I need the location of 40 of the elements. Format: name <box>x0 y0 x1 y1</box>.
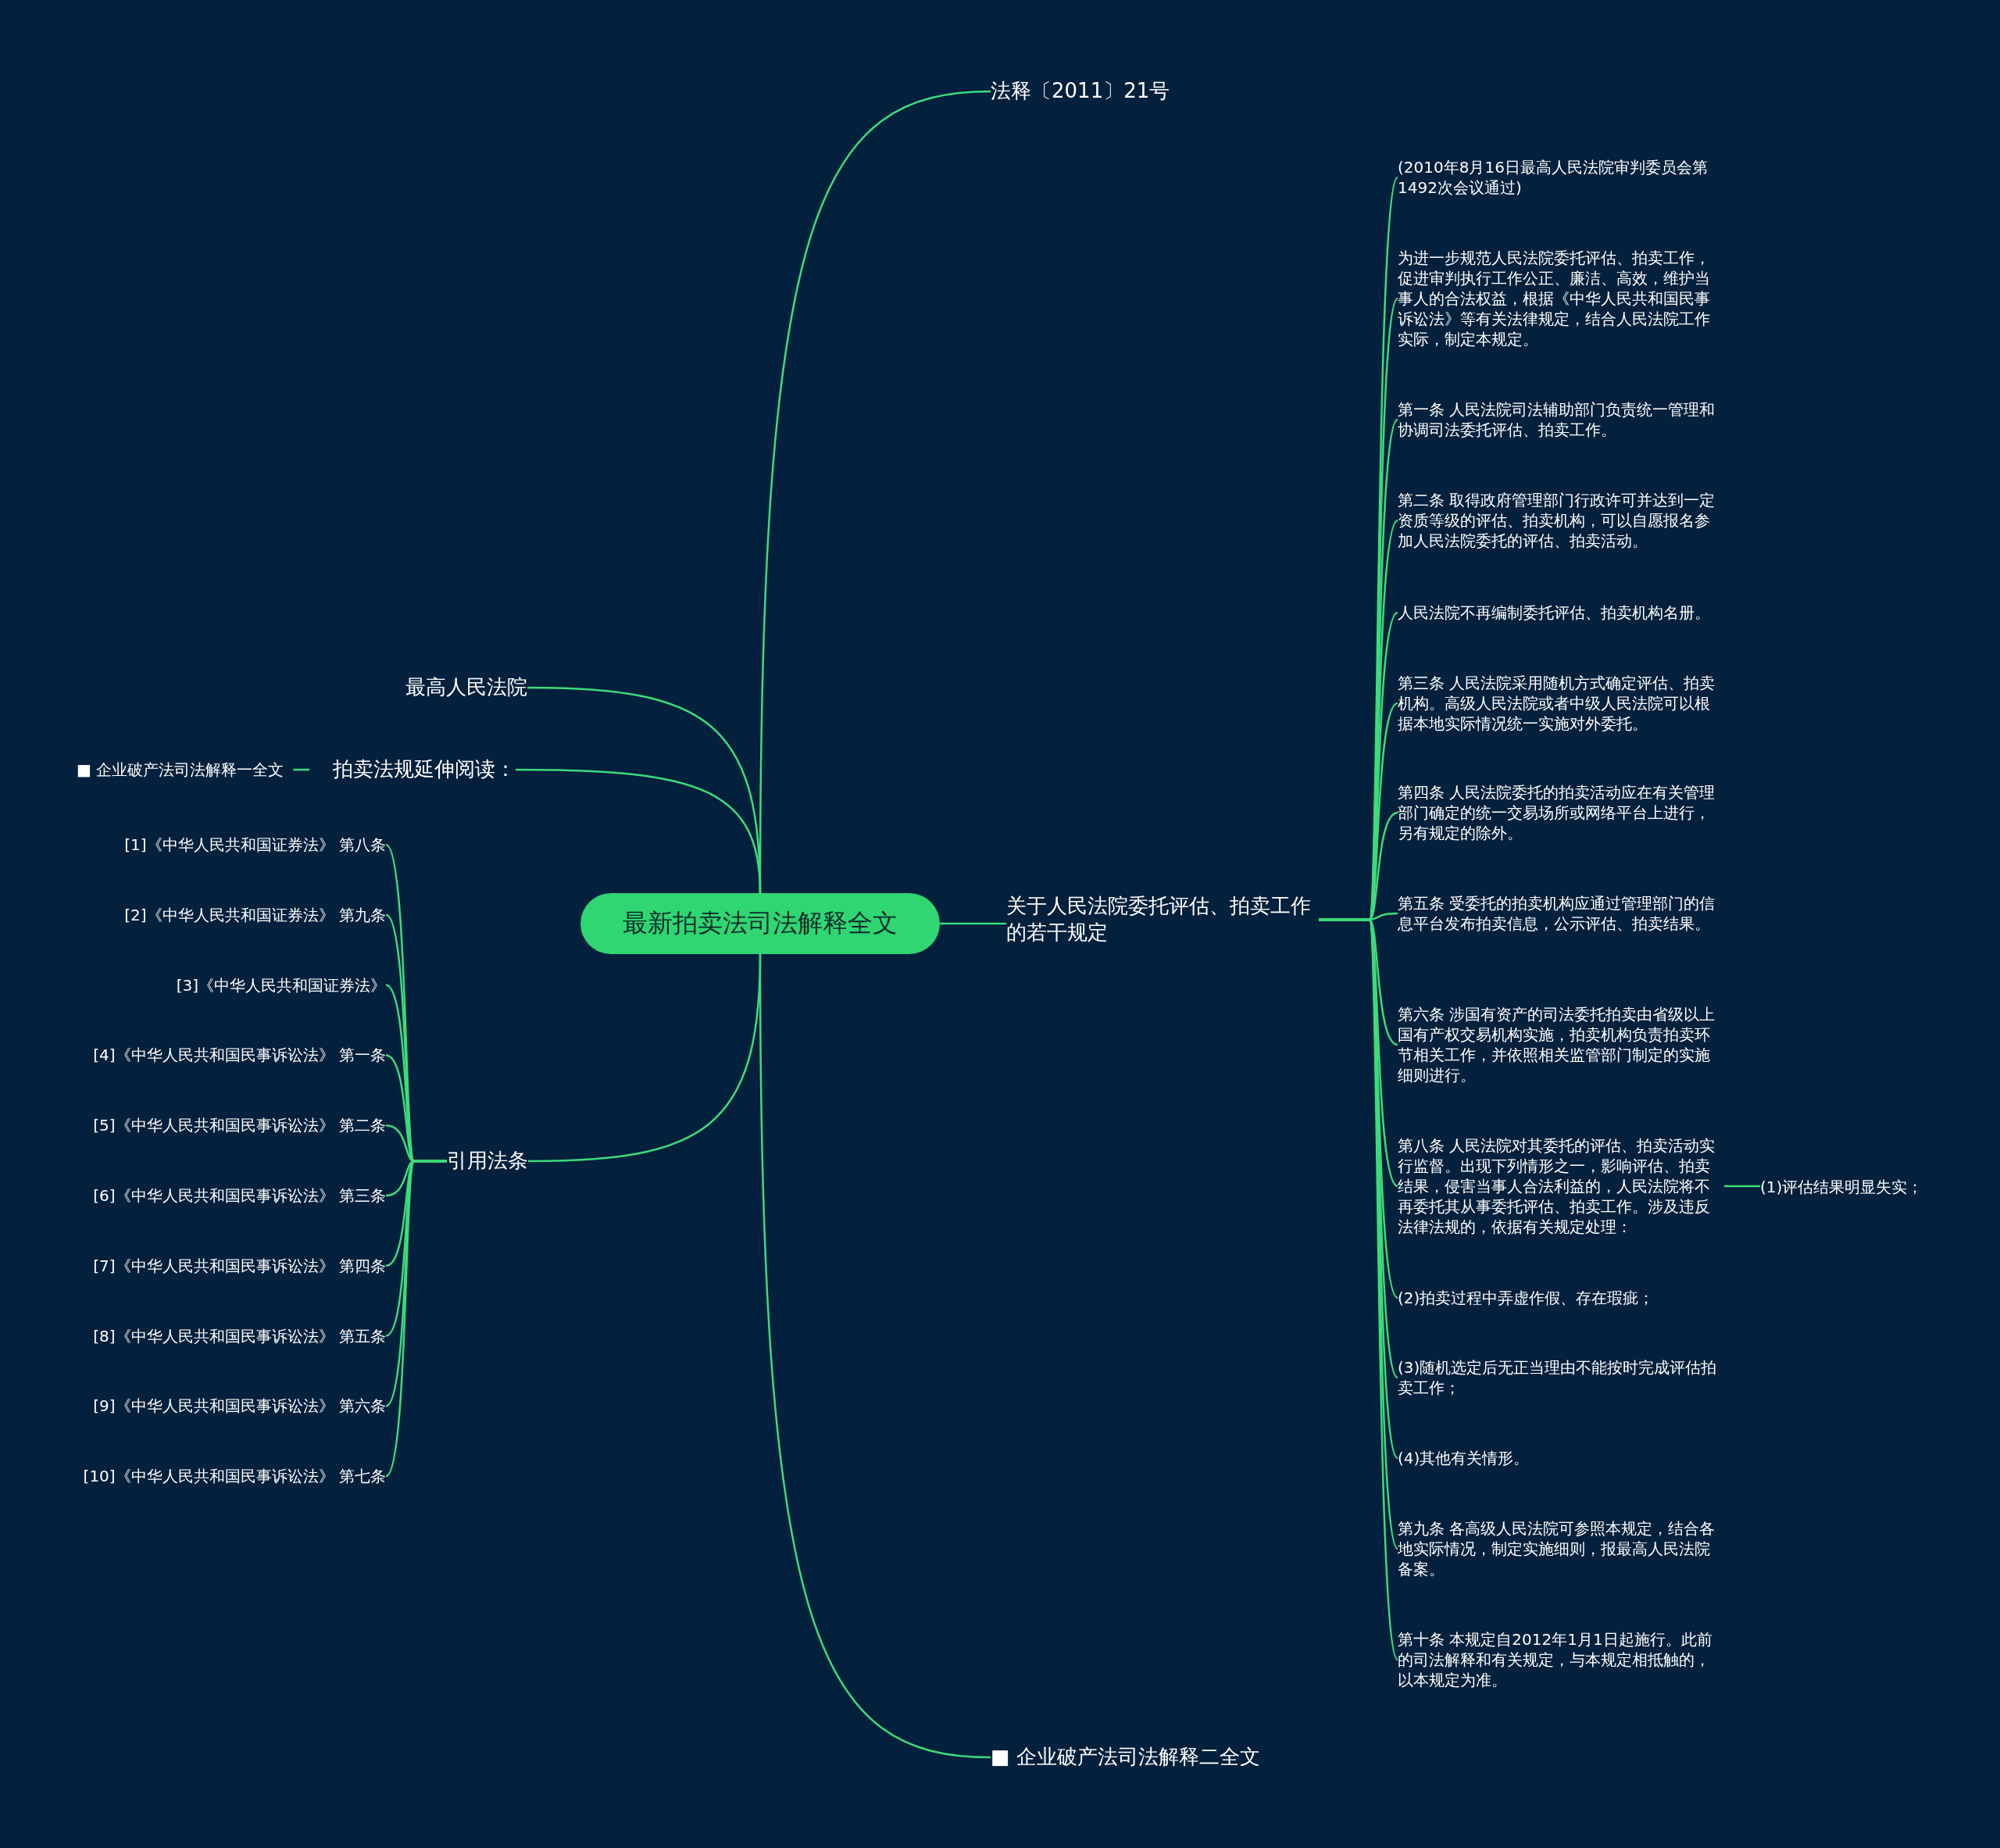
topic-label: [2]《中华人民共和国证券法》 第九条 <box>124 904 386 925</box>
topic-label: ■ 企业破产法司法解释二全文 <box>991 1744 1260 1771</box>
topic-label: 最高人民法院 <box>405 674 527 701</box>
topic-label: 引用法条 <box>447 1148 528 1174</box>
topic-paragraph: 人民法院不再编制委托评估、拍卖机构名册。 <box>1398 602 1724 623</box>
branch-line <box>1724 1185 1760 1188</box>
topic-paragraph: 第五条 受委托的拍卖机构应通过管理部门的信息平台发布拍卖信息，公示评估、拍卖结果。 <box>1398 893 1724 934</box>
root-topic: 最新拍卖法司法解释全文 <box>580 893 940 954</box>
topic-label: [10]《中华人民共和国民事诉讼法》 第七条 <box>83 1466 386 1487</box>
topic-paragraph: 关于人民法院委托评估、拍卖工作的若干规定 <box>1006 893 1319 946</box>
topic-label: [5]《中华人民共和国民事诉讼法》 第二条 <box>93 1115 386 1136</box>
topic-paragraph: 为进一步规范人民法院委托评估、拍卖工作，促进审判执行工作公正、廉洁、高效，维护当事人的合法权益，根据《中华人民共和国民事诉讼法》等有关法律规定，结合人民法院工作实际，制定本规定。 <box>1398 248 1724 349</box>
topic-paragraph: 第六条 涉国有资产的司法委托拍卖由省级以上国有产权交易机构实施，拍卖机构负责拍卖环节相关工作，并依照相关监管部门制定的实施细则进行。 <box>1398 1004 1724 1085</box>
topic-label: 拍卖法规延伸阅读： <box>309 756 516 783</box>
branch-line <box>940 922 1006 925</box>
branch-line <box>759 954 991 1759</box>
topic-paragraph: 第一条 人民法院司法辅助部门负责统一管理和协调司法委托评估、拍卖工作。 <box>1398 399 1724 440</box>
topic-paragraph: 第二条 取得政府管理部门行政许可并达到一定资质等级的评估、拍卖机构，可以自愿报名参加人民法院委托的评估、拍卖活动。 <box>1398 490 1724 551</box>
topic-label: [8]《中华人民共和国民事诉讼法》 第五条 <box>93 1325 386 1346</box>
topic-label: [4]《中华人民共和国民事诉讼法》 第一条 <box>93 1045 386 1066</box>
topic-label: 法释〔2011〕21号 <box>991 78 1170 105</box>
topic-paragraph: (2)拍卖过程中弄虚作假、存在瑕疵； <box>1398 1288 1724 1308</box>
topic-label: [7]《中华人民共和国民事诉讼法》 第四条 <box>93 1255 386 1276</box>
topic-paragraph: 第九条 各高级人民法院可参照本规定，结合各地实际情况，制定实施细则，报最高人民法院备案。 <box>1398 1518 1724 1579</box>
branch-line <box>516 768 762 894</box>
topic-paragraph: 第三条 人民法院采用随机方式确定评估、拍卖机构。高级人民法院或者中级人民法院可以根据本地实际情况统一实施对外委托。 <box>1398 673 1724 734</box>
branch-line <box>385 1160 447 1477</box>
topic-paragraph: 第八条 人民法院对其委托的评估、拍卖活动实行监督。出现下列情形之一，影响评估、拍卖结果，侵害当事人合法利益的，人民法院将不再委托其从事委托评估、拍卖工作。涉及违反法律法规的，依据有关规定处理： <box>1398 1135 1724 1237</box>
topic-paragraph: (3)随机选定后无正当理由不能按时完成评估拍卖工作； <box>1398 1357 1724 1398</box>
topic-paragraph: 第四条 人民法院委托的拍卖活动应在有关管理部门确定的统一交易场所或网络平台上进行，另有规定的除外。 <box>1398 782 1724 843</box>
topic-label: (1)评估结果明显失实； <box>1760 1177 1923 1197</box>
topic-paragraph: (4)其他有关情形。 <box>1398 1448 1724 1468</box>
topic-label: [6]《中华人民共和国民事诉讼法》 第三条 <box>93 1185 386 1206</box>
topic-paragraph: (2010年8月16日最高人民法院审判委员会第1492次会议通过) <box>1398 157 1724 198</box>
topic-label: [9]《中华人民共和国民事诉讼法》 第六条 <box>93 1396 386 1417</box>
topic-paragraph: 第十条 本规定自2012年1月1日起施行。此前的司法解释和有关规定，与本规定相抵触的，以本规定为准。 <box>1398 1629 1724 1690</box>
branch-line <box>293 768 309 771</box>
topic-label: [1]《中华人民共和国证券法》 第八条 <box>124 835 386 855</box>
topic-label: ■ 企业破产法司法解释一全文 <box>77 760 294 780</box>
topic-label: [3]《中华人民共和国证券法》 <box>176 974 386 995</box>
